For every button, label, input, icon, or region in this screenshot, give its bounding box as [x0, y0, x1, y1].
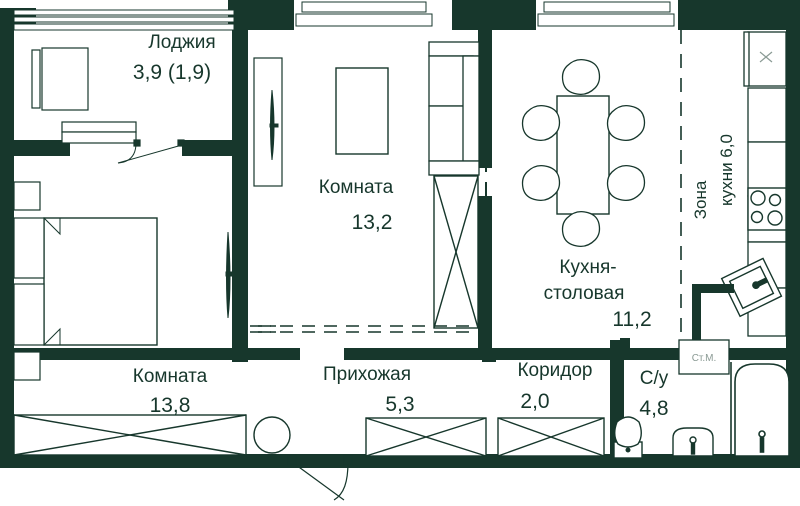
- kitchen-lower-partition: [692, 284, 734, 340]
- opening-room1-hall: [258, 325, 478, 333]
- dining-table: [556, 95, 610, 215]
- label-bathroom-area: 4,8: [639, 397, 668, 420]
- nightstand-bottom: [13, 283, 45, 346]
- label-hall-name: Прихожая: [323, 364, 411, 385]
- label-kitchen-name-line2: столовая: [544, 283, 625, 304]
- balcony-door: [61, 121, 185, 164]
- label-kitchen-area: 11,2: [612, 308, 651, 331]
- wardrobe-corridor: [497, 417, 605, 457]
- label-room1-name: Комната: [319, 177, 394, 198]
- window-top-left: [295, 1, 433, 27]
- label-kitchen-zone-line2: кухни 6,0: [717, 134, 736, 206]
- room1-door: [269, 89, 279, 161]
- label-room2-area: 13,8: [150, 394, 191, 417]
- wardrobe-room1: [433, 175, 479, 329]
- label-loggia-area: 3,9 (1,9): [133, 61, 211, 84]
- washbasin: [672, 427, 714, 457]
- bedroom-wall-niche-bottom: [13, 351, 41, 381]
- label-loggia-name: Лоджия: [148, 32, 215, 53]
- toilet: [613, 416, 643, 459]
- wardrobe-bedroom: [13, 414, 247, 456]
- label-washing-machine: Ст.М.: [692, 353, 717, 364]
- coffee-table-room1: [335, 67, 389, 155]
- opening-bedroom-hall: [250, 325, 276, 333]
- hall-round-marker: [253, 416, 291, 454]
- loggia-glazing: [13, 9, 235, 31]
- refrigerator: [759, 51, 773, 63]
- label-kitchen-zone-line1: Зона: [691, 180, 710, 219]
- sofa-room1: [428, 41, 480, 176]
- loggia-furniture: [31, 47, 89, 111]
- nightstand-top: [13, 217, 45, 279]
- label-room1-area: 13,2: [352, 211, 393, 234]
- washing-machine: [678, 339, 730, 375]
- label-bathroom-name: С/у: [640, 368, 669, 389]
- label-room2-name: Комната: [133, 366, 208, 387]
- cooktop: [747, 187, 787, 231]
- wardrobe-hall: [365, 417, 487, 457]
- room-labels: Лоджия 3,9 (1,9) Комната 13,2 Комната 13…: [133, 32, 736, 420]
- double-bed: [42, 217, 158, 346]
- bedroom-door: [225, 231, 237, 319]
- bedroom-wall-niche-top: [13, 181, 41, 211]
- label-kitchen-name: Кухня-: [559, 257, 616, 278]
- label-corridor-area: 2,0: [520, 390, 549, 413]
- kitchen-sink: [720, 257, 783, 318]
- entry-door: [287, 455, 353, 501]
- window-top-right: [537, 1, 675, 27]
- tall-cabinet-room1: [253, 57, 283, 187]
- bathtub: [734, 363, 790, 457]
- label-hall-area: 5,3: [385, 393, 414, 416]
- dining-chairs: [521, 58, 646, 248]
- label-corridor-name: Коридор: [517, 360, 592, 381]
